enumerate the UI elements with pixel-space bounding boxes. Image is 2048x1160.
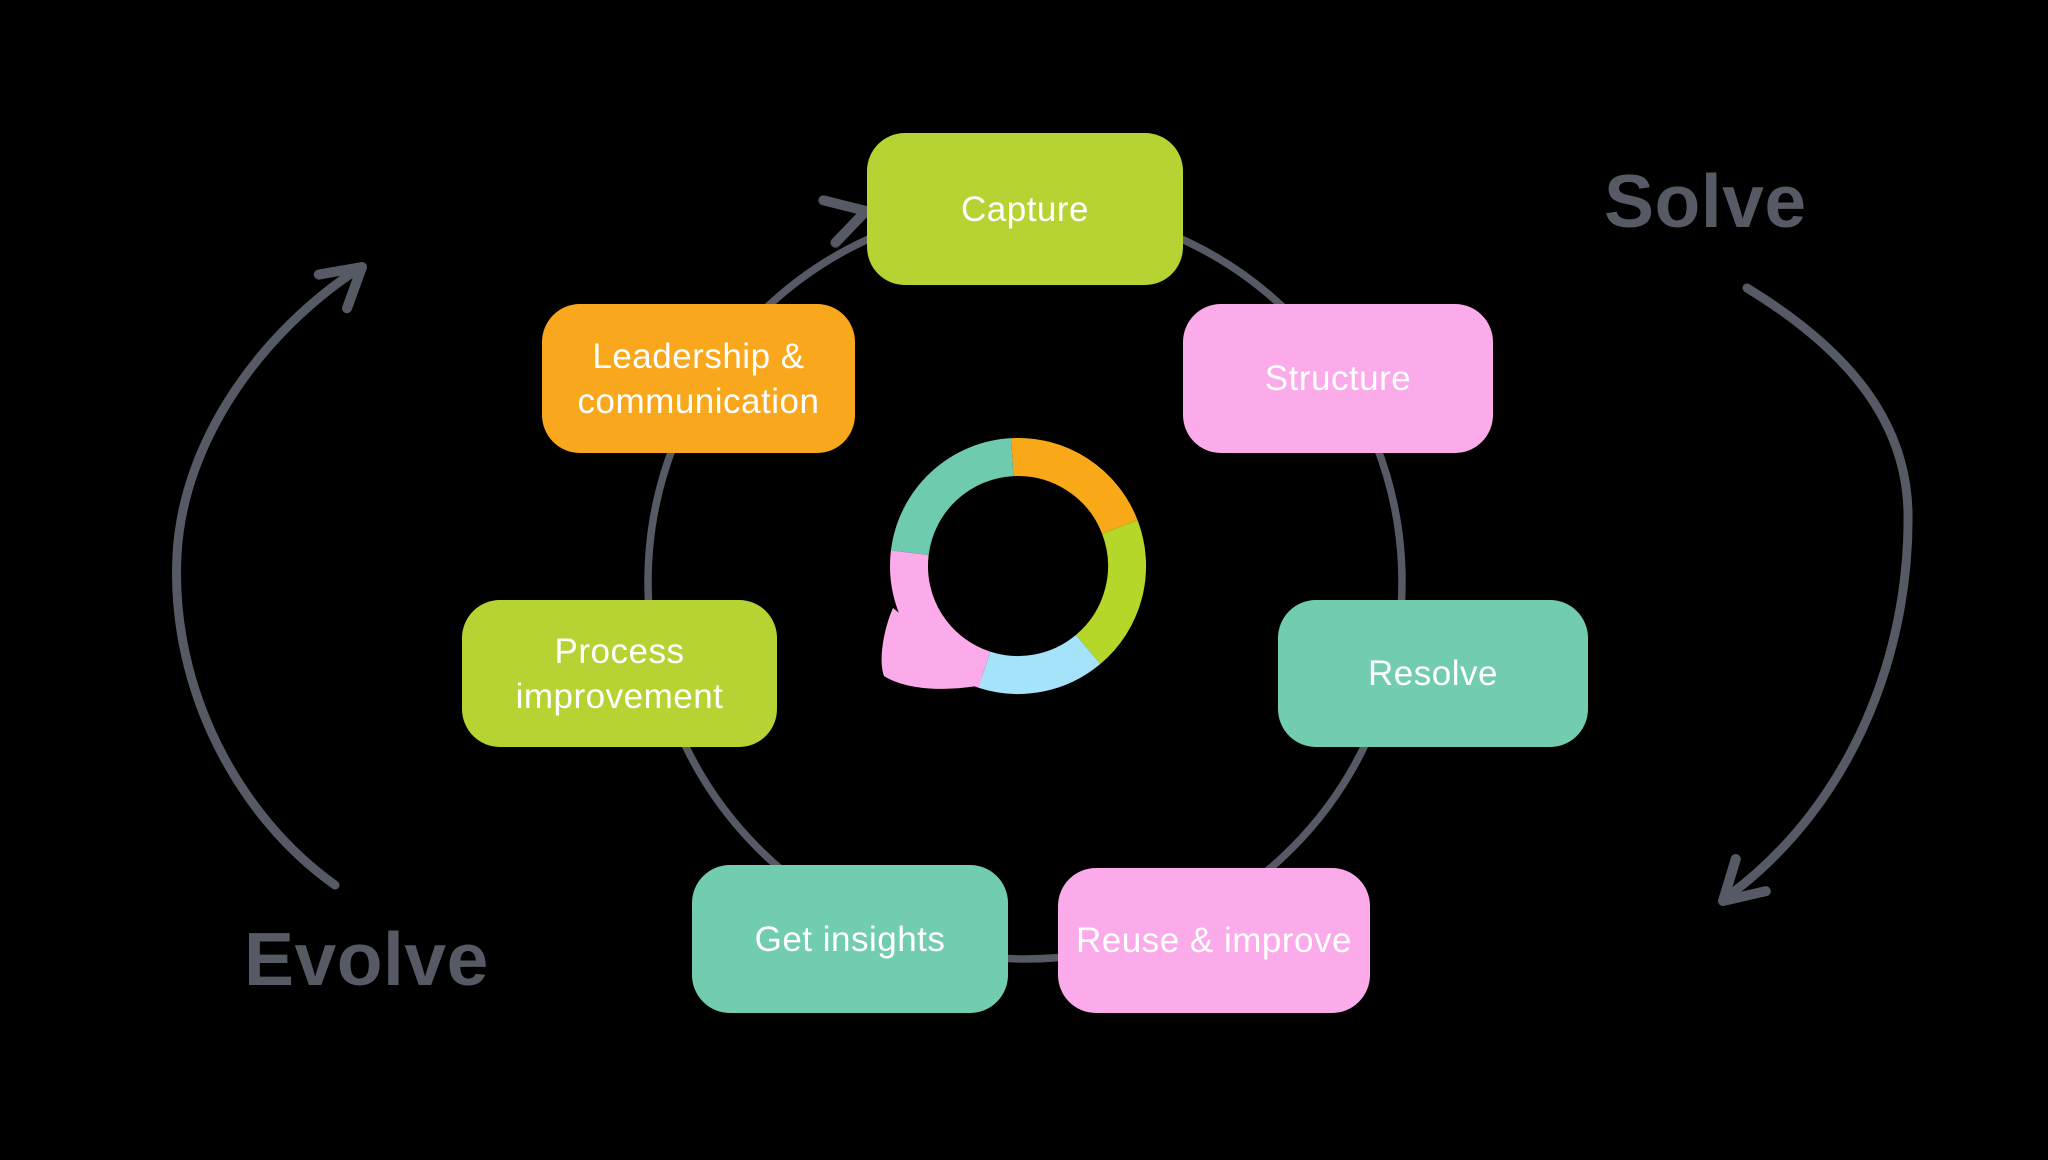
- logo-segment-orange: [1011, 437, 1138, 535]
- step-structure-label: Structure: [1264, 359, 1412, 398]
- step-capture: Capture: [867, 133, 1183, 285]
- step-leadership-communication: Leadership & communication: [542, 304, 855, 453]
- step-process-improvement-label: Process improvement: [515, 631, 724, 716]
- step-process-improvement: Process improvement: [462, 600, 777, 747]
- step-reuse-improve: Reuse & improve: [1058, 868, 1370, 1013]
- solve-phase-label: Solve: [1604, 159, 1807, 243]
- speech-bubble-logo-icon: [881, 437, 1147, 695]
- logo-segment-lime: [1075, 520, 1147, 665]
- evolve-arc: [172, 264, 363, 890]
- step-resolve: Resolve: [1278, 600, 1588, 747]
- step-reuse-improve-label: Reuse & improve: [1076, 921, 1352, 960]
- cycle-direction-arrowhead-icon: [818, 195, 871, 248]
- step-structure: Structure: [1183, 304, 1493, 453]
- logo-segment-light-blue: [978, 634, 1101, 695]
- evolve-arc-arrowhead-icon: [313, 262, 367, 314]
- solve-arc-arrowhead-icon: [1718, 853, 1771, 906]
- step-leadership-communication-label: Leadership & communication: [577, 336, 820, 421]
- step-resolve-label: Resolve: [1368, 654, 1498, 693]
- step-capture-label: Capture: [960, 189, 1090, 229]
- evolve-phase-label: Evolve: [244, 917, 489, 1001]
- step-get-insights-label: Get insights: [754, 919, 946, 959]
- logo-segment-pink: [890, 550, 991, 688]
- logo-segment-teal: [890, 438, 1014, 556]
- step-get-insights: Get insights: [692, 865, 1008, 1013]
- solve-arc: [1726, 283, 1913, 899]
